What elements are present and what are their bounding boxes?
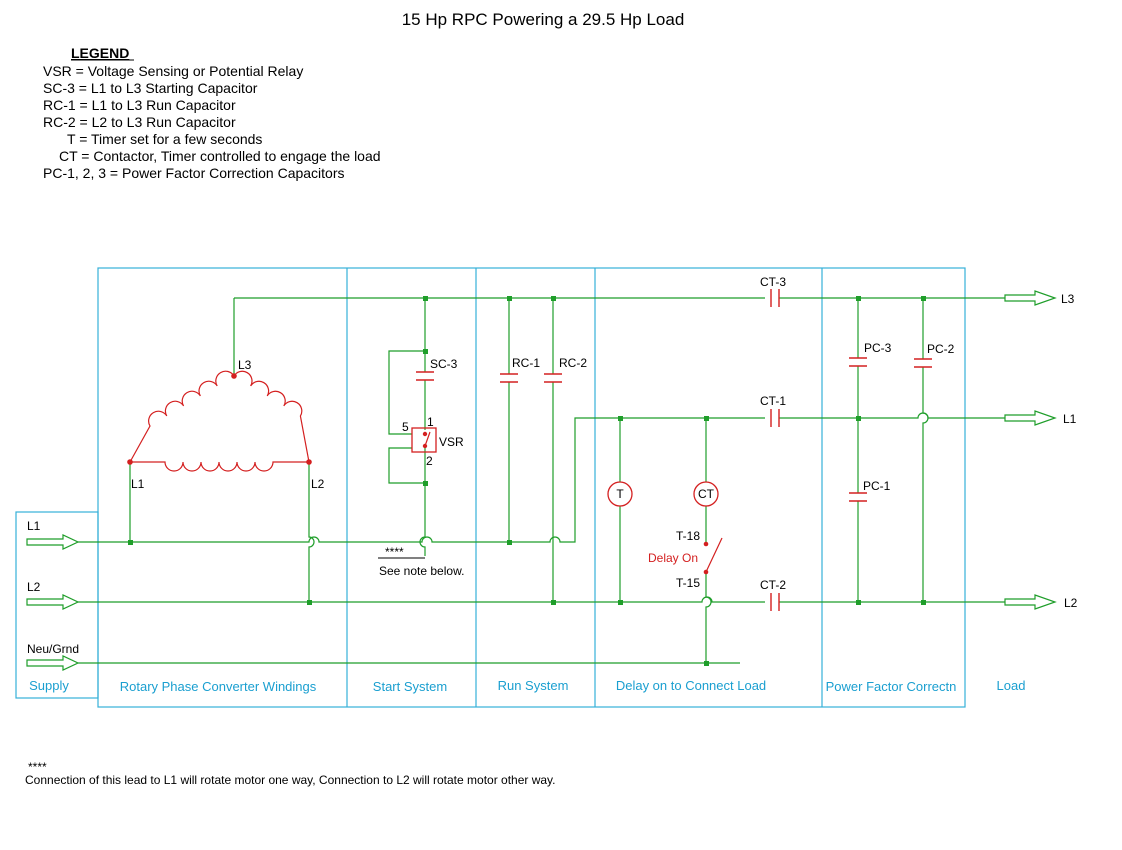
timer-label: T [616, 487, 624, 501]
output-arrow-l1 [1004, 410, 1057, 426]
rc2-label: RC-2 [559, 356, 587, 370]
wiring [78, 297, 1005, 664]
rc1-label: RC-1 [512, 356, 540, 370]
note-marker: **** [385, 545, 404, 559]
node-dots [127, 296, 926, 666]
ct2-label: CT-2 [760, 578, 786, 592]
l2-supply-wire [78, 596, 765, 603]
pc1-capacitor [849, 492, 867, 502]
contactor-label: CT [698, 487, 715, 501]
capacitors [416, 289, 932, 611]
output-label-l2: L2 [1064, 596, 1078, 610]
vsr-pin2-label: 2 [426, 454, 433, 468]
supply-label-neu: Neu/Grnd [27, 642, 79, 656]
system-box [97, 267, 966, 708]
node-label-l3: L3 [238, 358, 252, 372]
ct3-contact [770, 289, 780, 307]
rc1-capacitor [500, 373, 518, 383]
pc3-capacitor [849, 357, 867, 367]
vsr-label: VSR [439, 435, 464, 449]
note-ref-text: See note below. [379, 564, 464, 578]
rpc-windings [129, 370, 310, 472]
start-lead-stub [419, 536, 426, 556]
page-title: 15 Hp RPC Powering a 29.5 Hp Load [402, 10, 685, 29]
ct3-label: CT-3 [760, 275, 786, 289]
legend-heading: LEGEND [71, 45, 129, 61]
delay-switch-wire [705, 572, 712, 663]
vsr-pin2-wire [388, 446, 426, 484]
contactor-coil-icon [693, 481, 719, 507]
supply-label-l1: L1 [27, 519, 41, 533]
legend-line-contactor: CT = Contactor, Timer controlled to enga… [59, 148, 381, 164]
output-arrow-l2 [1004, 594, 1057, 610]
section-label-supply: Supply [29, 678, 69, 693]
footnote: **** Connection of this lead to L1 will … [25, 760, 556, 787]
vsr-relay [411, 427, 437, 453]
node-label-l1: L1 [131, 477, 145, 491]
timer-coil-icon [607, 481, 633, 507]
legend-line-pfc: PC-1, 2, 3 = Power Factor Correction Cap… [43, 165, 345, 181]
supply-inputs: L1 L2 Neu/Grnd [26, 519, 80, 671]
legend-line-vsr: VSR = Voltage Sensing or Potential Relay [43, 63, 303, 79]
ct1-label: CT-1 [760, 394, 786, 408]
footnote-marker: **** [28, 760, 47, 774]
winding-l3-l2 [233, 370, 310, 463]
vsr-pin5-label: 5 [402, 420, 409, 434]
pc1-label: PC-1 [863, 479, 891, 493]
pc2-label: PC-2 [927, 342, 955, 356]
note-reference: **** See note below. [378, 545, 464, 578]
pc2-bottom-wire [922, 367, 929, 602]
vsr-contact [424, 431, 431, 447]
winding-l2-lead [308, 462, 315, 602]
section-label-pf: Power Factor Correctn [826, 679, 957, 694]
section-label-start: Start System [373, 679, 447, 694]
output-label-l3: L3 [1061, 292, 1075, 306]
legend-line-sc3: SC-3 = L1 to L3 Starting Capacitor [43, 80, 258, 96]
l1-supply-wire [78, 417, 765, 543]
footnote-text: Connection of this lead to L1 will rotat… [25, 773, 556, 787]
section-label-load: Load [997, 678, 1026, 693]
supply-arrow-l1 [26, 534, 80, 550]
t18-label: T-18 [676, 529, 700, 543]
section-boxes [15, 267, 966, 708]
output-label-l1: L1 [1063, 412, 1077, 426]
section-label-delay: Delay on to Connect Load [616, 678, 766, 693]
supply-arrow-neu [26, 655, 80, 671]
supply-label-l2: L2 [27, 580, 41, 594]
ct2-contact [770, 593, 780, 611]
vsr-pin5-wire [388, 350, 425, 435]
delay-switch-blade [705, 537, 723, 573]
winding-l1-l2 [130, 461, 309, 472]
delay-on-label: Delay On [648, 551, 698, 565]
ct1-contact [770, 409, 780, 427]
component-labels: L3 L1 L2 SC-3 VSR 1 2 5 RC-1 RC-2 T CT T… [131, 275, 955, 592]
load-outputs: L3 L1 L2 [1004, 290, 1078, 610]
legend-line-timer: T = Timer set for a few seconds [67, 131, 262, 147]
vsr-pin1-label: 1 [427, 415, 434, 429]
legend: LEGEND VSR = Voltage Sensing or Potentia… [43, 45, 381, 181]
section-label-run: Run System [498, 678, 569, 693]
t15-label: T-15 [676, 576, 700, 590]
pc3-label: PC-3 [864, 341, 892, 355]
delay-on-switch [703, 537, 723, 575]
ct1-output-wire [779, 412, 1005, 419]
output-arrow-l3 [1004, 290, 1057, 306]
vsr-body [411, 427, 437, 453]
sc3-capacitor [416, 371, 434, 381]
section-label-windings: Rotary Phase Converter Windings [120, 679, 317, 694]
sc3-label: SC-3 [430, 357, 458, 371]
rc2-capacitor [544, 373, 562, 383]
supply-arrow-l2 [26, 594, 80, 610]
node-label-l2: L2 [311, 477, 325, 491]
winding-l3-l1 [129, 370, 235, 463]
pc2-capacitor [914, 358, 932, 368]
legend-line-rc2: RC-2 = L2 to L3 Run Capacitor [43, 114, 236, 130]
legend-line-rc1: RC-1 = L1 to L3 Run Capacitor [43, 97, 236, 113]
